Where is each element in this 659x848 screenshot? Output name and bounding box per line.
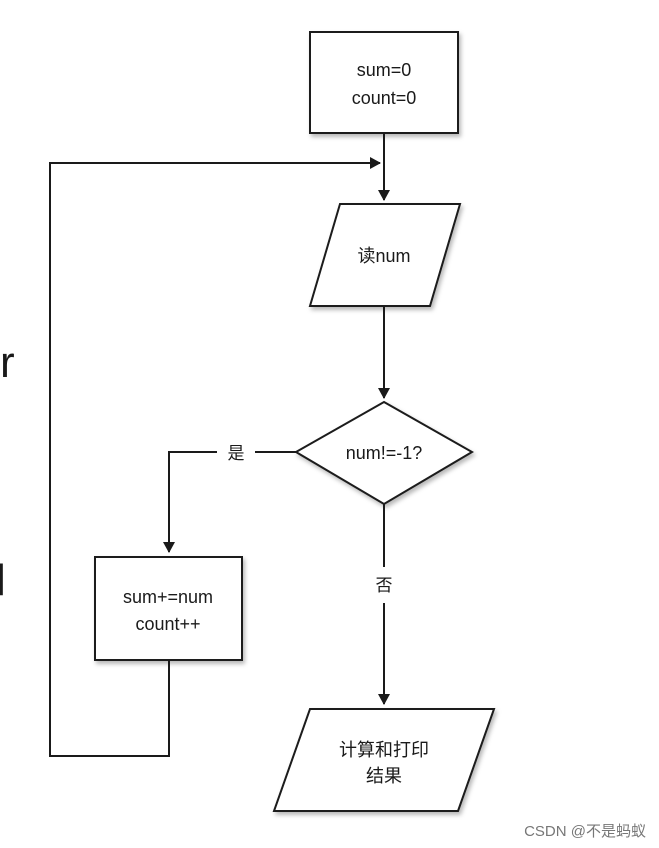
accumulate-box: sum+=num count++	[94, 556, 243, 661]
init-line-2: count=0	[352, 88, 417, 108]
side-fragment-lower: l	[0, 556, 6, 605]
edge-decision-yes-down	[163, 451, 217, 553]
init-line-1: sum=0	[357, 60, 412, 80]
accumulate-line-1: sum+=num	[123, 587, 213, 607]
yes-label: 是	[228, 444, 245, 463]
no-label: 否	[376, 576, 393, 595]
output-line-1: 计算和打印	[339, 740, 429, 760]
accumulate-line-2: count++	[135, 614, 200, 634]
side-fragment-upper: r	[0, 338, 15, 387]
watermark: CSDN @不是蚂蚁	[524, 823, 646, 840]
init-box: sum=0 count=0	[309, 31, 459, 134]
edge-loop-back	[49, 157, 381, 757]
output-parallelogram: 计算和打印 结果	[272, 708, 496, 812]
decision-label: num!=-1?	[346, 443, 423, 463]
read-label: 读num	[357, 246, 410, 266]
decision-diamond: num!=-1?	[294, 400, 474, 506]
output-line-2: 结果	[366, 766, 402, 786]
read-input-parallelogram: 读num	[308, 203, 462, 307]
